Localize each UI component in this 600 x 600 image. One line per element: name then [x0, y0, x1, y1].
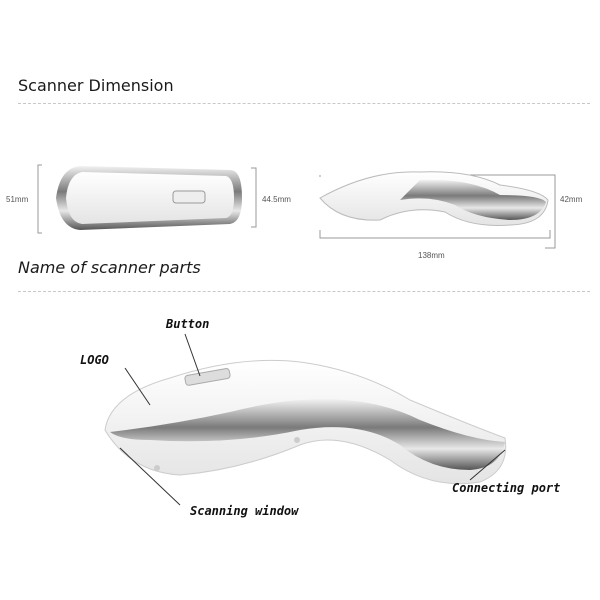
scanner-top-view [37, 164, 556, 249]
label-logo: LOGO [80, 353, 109, 367]
leader-lines [119, 333, 506, 506]
label-scanning-window: Scanning window [190, 504, 299, 518]
label-connecting-port: Connecting port [452, 481, 561, 495]
dim-front-width: 44.5mm [262, 195, 291, 204]
dim-front-height: 51mm [6, 195, 29, 204]
divider [18, 103, 590, 104]
section-title-dimension: Scanner Dimension [18, 76, 174, 95]
scanner-side-view [319, 171, 549, 226]
divider [18, 291, 590, 292]
dim-side-length: 138mm [418, 251, 445, 260]
dim-side-height: 42mm [560, 195, 583, 204]
section-title-parts: Name of scanner parts [18, 258, 201, 277]
label-button: Button [166, 317, 210, 331]
scanner-main-view [104, 359, 507, 485]
